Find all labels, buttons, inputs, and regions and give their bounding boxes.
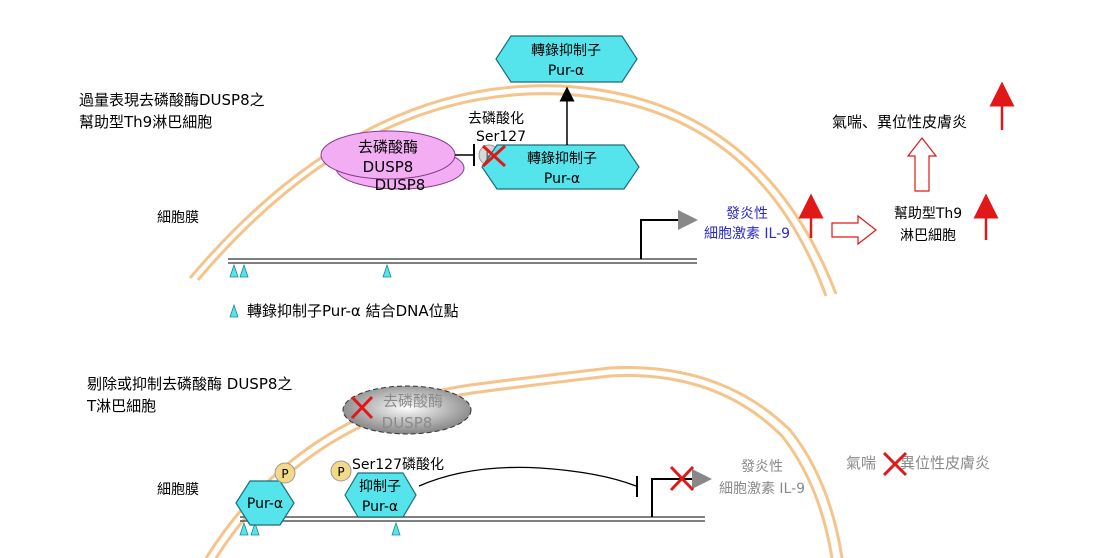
bottom-phospho-label-1: P xyxy=(281,467,288,481)
bottom-dusp8-removed xyxy=(342,385,472,435)
bottom-pur-alpha-left-label: Pur-α xyxy=(247,496,283,512)
bottom-inhibit-curve xyxy=(418,466,637,487)
bottom-cell-label-line2: T淋巴細胞 xyxy=(86,397,156,415)
top-th9-line2: 淋巴細胞 xyxy=(900,228,956,244)
bottom-dusp8-cross-b xyxy=(350,395,374,420)
bottom-pur-alpha-right-line2: Pur-α xyxy=(362,499,398,515)
bottom-cytokine-line1: 發炎性 xyxy=(741,459,783,475)
bottom-phospho-circle-1 xyxy=(274,462,296,484)
top-promoter-arrow xyxy=(640,210,698,259)
top-dusp8-back-label: DUSP8 xyxy=(375,176,426,194)
top-panel: 過量表現去磷酸酶DUSP8之 幫助型Th9淋巴細胞 細胞膜 DUSP8 去磷酸酶… xyxy=(79,35,1015,297)
bottom-phos-label: Ser127磷酸化 xyxy=(352,457,444,473)
top-dusp8-label-b: DUSP8 xyxy=(363,158,414,176)
legend: 轉錄抑制子Pur-α 結合DNA位點 xyxy=(229,302,459,320)
top-pur-alpha-free-line2: Pur-α xyxy=(548,63,584,79)
top-cell-label-line1: 過量表現去磷酸酶DUSP8之 xyxy=(79,91,265,109)
top-disease-label: 氣喘、異位性皮膚炎 xyxy=(832,113,967,131)
bottom-membrane-outer xyxy=(204,366,844,558)
top-cross-b xyxy=(481,144,507,168)
top-pur-alpha-bound-line2: Pur-α xyxy=(544,171,580,187)
top-pur-alpha-bound xyxy=(481,144,640,190)
top-dephos-label: 去磷酸化 xyxy=(468,111,524,127)
bottom-pur-alpha-right-line1: 抑制子 xyxy=(359,479,401,495)
top-binding-site-3 xyxy=(382,263,392,278)
bottom-disease-part2: 異位性皮膚炎 xyxy=(900,454,990,472)
legend-text: 轉錄抑制子Pur-α 結合DNA位點 xyxy=(247,302,459,320)
top-binding-site-2 xyxy=(239,263,249,278)
top-th9-line1: 幫助型Th9 xyxy=(894,206,962,222)
bottom-promoter-cross-b xyxy=(669,465,695,492)
bottom-dusp8-label-b: DUSP8 xyxy=(382,414,433,432)
bottom-binding-site-3 xyxy=(391,521,401,536)
top-membrane-label: 細胞膜 xyxy=(157,210,199,226)
top-pur-alpha-bound-line1: 轉錄抑制子 xyxy=(527,151,597,167)
bottom-membrane-inner xyxy=(214,374,834,558)
top-membrane-outer xyxy=(188,84,838,295)
bottom-cell-label-line1: 剔除或抑制去磷酸酶 DUSP8之 xyxy=(87,375,292,393)
top-dusp8-label-a: 去磷酸酶 xyxy=(358,138,418,156)
bottom-phospho-label-2: P xyxy=(337,465,344,479)
top-cytokine-line2: 細胞激素 IL-9 xyxy=(704,225,790,242)
top-hollow-arrow-up xyxy=(906,137,938,192)
legend-binding-site-icon xyxy=(229,303,239,318)
bottom-pur-alpha-left xyxy=(235,480,295,526)
bottom-dusp8-label-a: 去磷酸酶 xyxy=(383,392,443,410)
top-cell-label-line2: 幫助型Th9淋巴細胞 xyxy=(79,113,212,131)
top-cytokine-line1: 發炎性 xyxy=(726,206,768,222)
bottom-membrane-label: 細胞膜 xyxy=(157,482,199,498)
top-pur-alpha-free-line1: 轉錄抑制子 xyxy=(531,43,601,59)
bottom-binding-site-2 xyxy=(250,521,260,536)
bottom-disease-part1: 氣喘 xyxy=(846,454,876,472)
top-binding-site-1 xyxy=(229,263,239,278)
bottom-phospho-circle-2 xyxy=(330,460,352,482)
bottom-cytokine-line2: 細胞激素 IL-9 xyxy=(719,480,805,497)
bottom-promoter-arrow xyxy=(651,469,712,517)
top-ser-label: Ser127 xyxy=(476,129,526,145)
bottom-pur-alpha-right xyxy=(344,472,417,518)
top-hollow-arrow-right xyxy=(831,214,877,246)
bottom-disease-cross-b xyxy=(882,451,908,477)
top-pur-alpha-free xyxy=(495,35,638,83)
bottom-binding-site-1 xyxy=(239,521,249,536)
bottom-panel: 剔除或抑制去磷酸酶 DUSP8之 T淋巴細胞 細胞膜 去磷酸酶 DUSP8 Pu… xyxy=(86,366,990,558)
